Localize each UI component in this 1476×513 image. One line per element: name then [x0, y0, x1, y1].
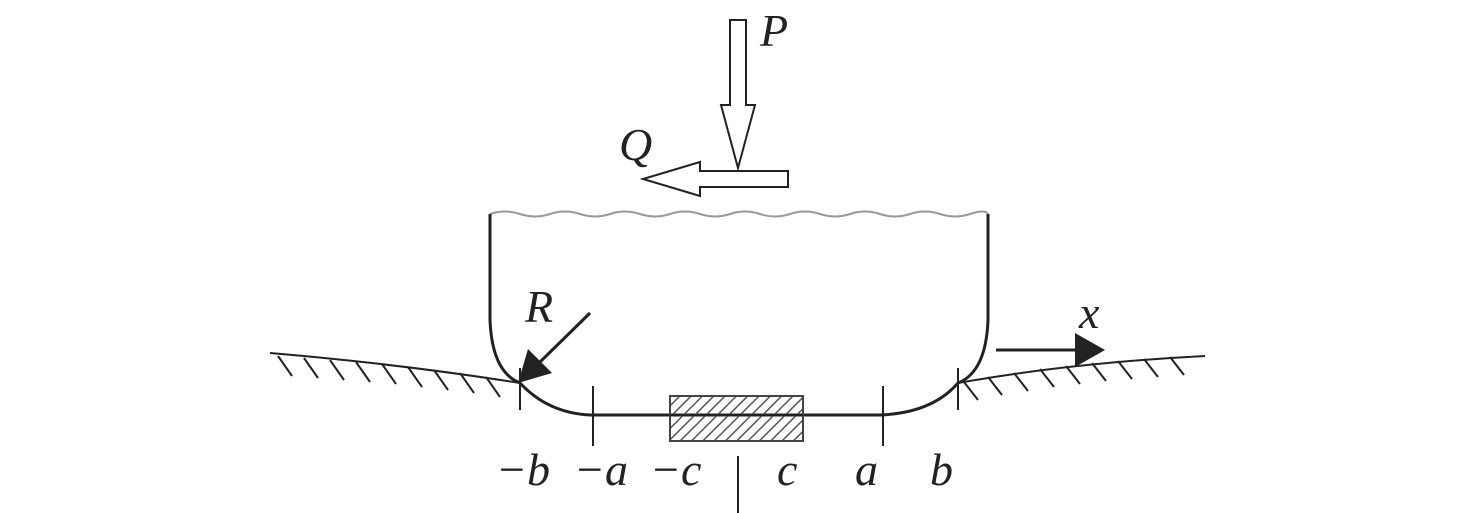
label-c: c: [777, 444, 797, 495]
boundary-ticks: [519, 368, 959, 446]
label-neg-c: −c: [650, 444, 701, 495]
label-p: P: [759, 5, 788, 56]
surface-left: [269, 352, 521, 384]
label-b: b: [930, 444, 953, 495]
resultant-r-head: [518, 349, 552, 383]
stick-zone: [669, 395, 804, 442]
label-q: Q: [619, 119, 652, 170]
force-p-arrow: [719, 19, 757, 172]
punch-outline: [488, 214, 990, 417]
label-a: a: [855, 444, 878, 495]
ground-hatching-left: [277, 355, 501, 398]
label-neg-b: −b: [496, 444, 550, 495]
punch-top-edge: [489, 210, 989, 218]
ground-hatching-right: [963, 356, 1185, 401]
label-x: x: [1078, 287, 1100, 338]
label-neg-a: −a: [574, 444, 628, 495]
resultant-r-shaft: [538, 311, 592, 364]
x-axis-head: [1075, 333, 1105, 367]
label-r: R: [524, 281, 553, 332]
force-q-arrow: [639, 160, 789, 198]
